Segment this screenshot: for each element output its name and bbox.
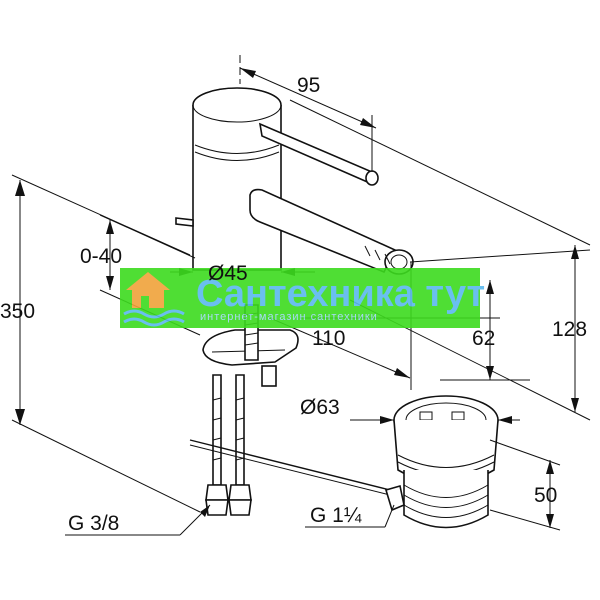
dim-128: 128 xyxy=(552,318,587,341)
dim-45-diameter: Ø45 xyxy=(208,262,248,285)
dim-95: 95 xyxy=(297,74,320,97)
waste-valve xyxy=(385,395,499,529)
supply-hoses xyxy=(205,374,252,516)
dim-110: 110 xyxy=(312,327,345,350)
thread-g-3-8: G 3/8 xyxy=(68,512,119,535)
dim-63-diameter: Ø63 xyxy=(300,396,340,419)
dim-350: 350 xyxy=(0,300,35,323)
dim-62: 62 xyxy=(472,327,495,350)
dim-50: 50 xyxy=(534,484,557,507)
dim-0-40: 0-40 xyxy=(80,245,122,268)
house-icon xyxy=(123,272,185,327)
watermark-banner: Сантехника тут интернет-магазин сантехни… xyxy=(120,268,485,328)
watermark-subtitle: интернет-магазин сантехники xyxy=(200,311,378,323)
watermark-title: Сантехника тут xyxy=(196,273,485,315)
thread-g-1-1-4: G 1¼ xyxy=(310,504,362,527)
faucet-body xyxy=(175,87,414,275)
watermark-background xyxy=(120,268,480,328)
